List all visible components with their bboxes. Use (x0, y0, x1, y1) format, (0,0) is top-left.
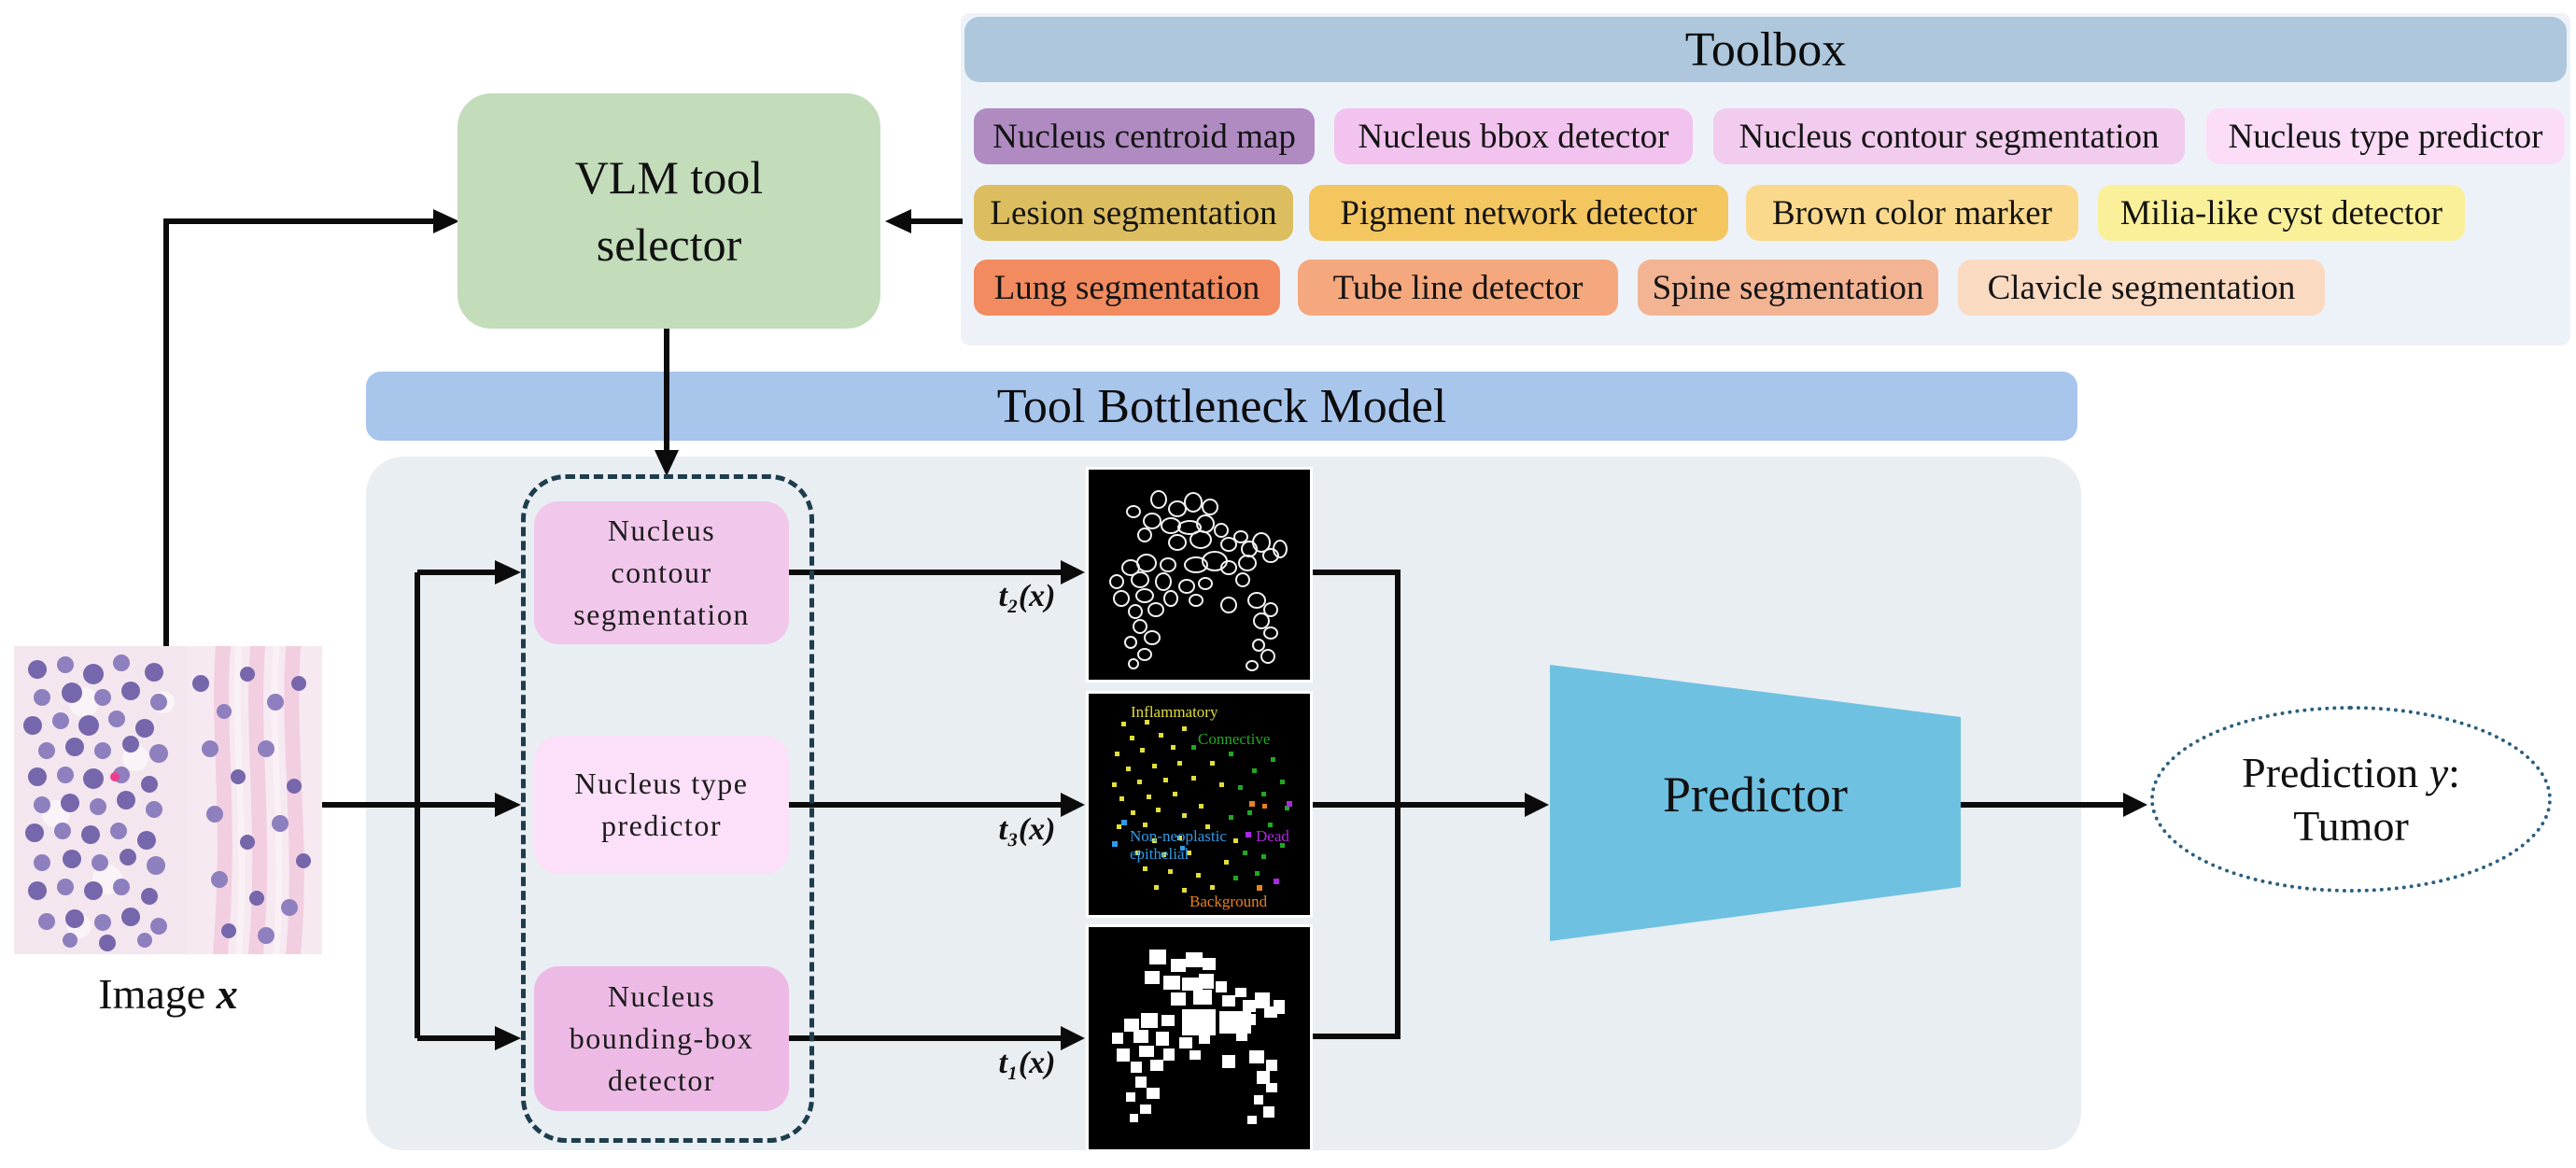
vlm-selector-label-line2: selector (596, 218, 742, 271)
toolbox-header: Toolbox (964, 17, 2567, 82)
prediction-line2: Tumor (2293, 802, 2409, 850)
prediction-line1: Prediction y: (2242, 746, 2460, 800)
tool-box-label: segmentation (573, 597, 750, 631)
output-label-t2: t₂(x) (998, 579, 1056, 613)
tool-box-nucleus-type-predictor: Nucleus type predictor (534, 736, 789, 874)
nucleus-bbox-map-image (1086, 924, 1313, 1152)
bottleneck-title: Tool Bottleneck Model (996, 379, 1447, 433)
bottleneck-header: Tool Bottleneck Model (366, 372, 2077, 441)
tool-box-label: Nucleus (607, 514, 716, 548)
input-image-label-text: Image (98, 970, 217, 1018)
tool-chip-nucleus-bbox-detector: Nucleus bbox detector (1334, 108, 1693, 164)
tool-chip-pigment-network-detector: Pigment network detector (1309, 185, 1728, 241)
input-image-variable: x (216, 970, 238, 1018)
tool-chip-label: Lesion segmentation (990, 193, 1277, 232)
tool-chip-spine-segmentation: Spine segmentation (1638, 260, 1938, 316)
nucleus-contour-map-image (1086, 467, 1313, 683)
prediction-prefix: Prediction (2242, 748, 2429, 796)
tool-chip-lesion-segmentation: Lesion segmentation (974, 185, 1293, 241)
tool-chip-label: Nucleus bbox detector (1358, 117, 1669, 156)
tool-chip-label: Nucleus centroid map (992, 117, 1296, 156)
tool-chip-milia-like-cyst-detector: Milia-like cyst detector (2098, 185, 2465, 241)
input-histology-image (14, 646, 322, 954)
tool-chip-label: Nucleus type predictor (2228, 117, 2543, 156)
tool-box-label: bounding-box (569, 1021, 754, 1056)
tool-chip-lung-segmentation: Lung segmentation (974, 260, 1280, 316)
tool-box-nucleus-contour-segmentation: Nucleus contour segmentation (534, 501, 789, 644)
tool-chip-clavicle-segmentation: Clavicle segmentation (1958, 260, 2325, 316)
tool-box-nucleus-bounding-box-detector: Nucleus bounding-box detector (534, 966, 789, 1111)
prediction-ellipse: Prediction y: Tumor (2150, 706, 2552, 893)
legend-dead: Dead (1256, 827, 1289, 845)
tool-chip-label: Spine segmentation (1652, 268, 1924, 307)
output-label-t3: t₃(x) (998, 812, 1056, 847)
vlm-selector-label-line1: VLM tool (574, 150, 764, 204)
tool-chip-label: Milia-like cyst detector (2119, 193, 2443, 232)
tool-box-label: detector (607, 1062, 716, 1097)
predictor-label: Predictor (1663, 767, 1848, 823)
legend-non-neoplastic-line1: Non-neoplastic (1130, 827, 1227, 845)
tool-chip-nucleus-contour-segmentation: Nucleus contour segmentation (1713, 108, 2185, 164)
tool-chip-nucleus-type-predictor: Nucleus type predictor (2206, 108, 2565, 164)
tool-chip-label: Tube line detector (1332, 268, 1584, 307)
magenta-cell (110, 772, 120, 781)
prediction-colon: : (2448, 748, 2460, 796)
legend-inflammatory: Inflammatory (1131, 703, 1218, 721)
toolbox-title: Toolbox (1684, 22, 1847, 77)
vlm-tool-selector-box: VLM tool selector (457, 93, 880, 329)
tool-chip-label: Brown color marker (1771, 193, 2052, 232)
tool-chip-label: Nucleus contour segmentation (1738, 117, 2160, 156)
tool-box-label: predictor (601, 809, 722, 842)
nucleus-type-map-image: Inflammatory Connective Non-neoplastic e… (1086, 691, 1313, 918)
legend-background: Background (1189, 893, 1268, 910)
tool-chip-tube-line-detector: Tube line detector (1298, 260, 1618, 316)
tool-chip-label: Clavicle segmentation (1987, 268, 2296, 307)
prediction-variable: y (2428, 748, 2449, 796)
tool-chip-nucleus-centroid-map: Nucleus centroid map (974, 108, 1315, 164)
input-image-label: Image x (14, 969, 322, 1019)
legend-connective: Connective (1198, 730, 1271, 748)
tool-chip-brown-color-marker: Brown color marker (1746, 185, 2078, 241)
tool-chip-label: Pigment network detector (1340, 193, 1697, 232)
output-label-t1: t₁(x) (998, 1046, 1056, 1080)
tool-box-label: contour (611, 556, 712, 590)
tool-box-label: Nucleus (607, 979, 716, 1014)
tool-box-label: Nucleus type (574, 767, 749, 801)
tool-chip-label: Lung segmentation (993, 268, 1260, 307)
legend-non-neoplastic-line2: epithelial (1130, 845, 1189, 863)
selected-tools-group (521, 474, 814, 1143)
